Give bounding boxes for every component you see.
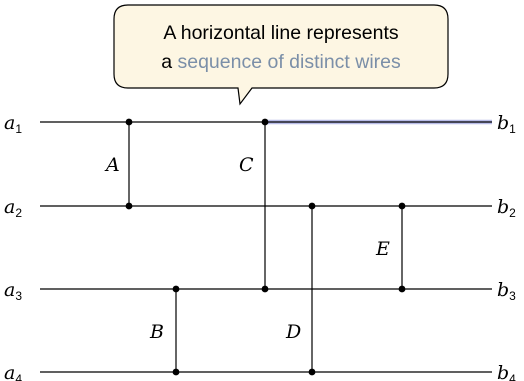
comparator-C-label: C xyxy=(239,154,254,176)
comparator-A-label: A xyxy=(104,154,120,176)
input-label-2-base: a xyxy=(4,196,15,218)
comparator-E-label: E xyxy=(375,238,390,260)
callout-bubble xyxy=(113,4,449,106)
comparator-D-top-dot xyxy=(308,202,316,210)
comparator-B-top-dot xyxy=(172,285,180,293)
input-label-3-base: a xyxy=(4,279,15,301)
callout: A horizontal line represents a sequence … xyxy=(113,4,449,106)
input-label-1: a1 xyxy=(4,112,22,136)
input-label-2-sub: 2 xyxy=(15,206,22,220)
input-label-4-base: a xyxy=(4,362,15,381)
callout-line-2-highlight: sequence of distinct wires xyxy=(177,51,401,73)
output-label-4-base: b xyxy=(497,362,509,381)
output-label-1-sub: 1 xyxy=(509,122,516,136)
comparator-D: D xyxy=(285,202,316,376)
comparator-C-bottom-dot xyxy=(261,285,269,293)
input-label-3: a3 xyxy=(4,279,22,303)
callout-line-2-prefix: a xyxy=(161,51,177,73)
input-label-1-base: a xyxy=(4,112,15,134)
output-label-3: b3 xyxy=(497,279,516,303)
output-label-2-base: b xyxy=(497,196,509,218)
comparator-A-top-dot xyxy=(125,118,133,126)
comparator-B: B xyxy=(149,285,180,376)
comparator-D-bottom-dot xyxy=(308,368,316,376)
comparator-A-bottom-dot xyxy=(125,202,133,210)
output-labels: b1 b2 b3 b4 xyxy=(497,112,516,381)
comparator-E: E xyxy=(375,202,406,293)
input-label-4-sub: 4 xyxy=(15,372,22,381)
comparator-E-top-dot xyxy=(398,202,406,210)
output-label-4: b4 xyxy=(497,362,516,381)
comparator-C: C xyxy=(239,118,269,293)
comparator-A: A xyxy=(104,118,133,210)
output-label-4-sub: 4 xyxy=(509,372,516,381)
output-label-3-sub: 3 xyxy=(509,289,516,303)
output-label-2-sub: 2 xyxy=(509,206,516,220)
callout-line-1: A horizontal line represents xyxy=(163,22,398,44)
input-label-1-sub: 1 xyxy=(15,122,22,136)
comparator-B-label: B xyxy=(149,321,164,343)
callout-line-2: a sequence of distinct wires xyxy=(161,51,401,73)
output-label-1-base: b xyxy=(497,112,509,134)
output-label-2: b2 xyxy=(497,196,516,220)
comparator-B-bottom-dot xyxy=(172,368,180,376)
comparator-D-label: D xyxy=(285,321,301,343)
output-label-3-base: b xyxy=(497,279,509,301)
comparator-E-bottom-dot xyxy=(398,285,406,293)
output-label-1: b1 xyxy=(497,112,516,136)
input-label-3-sub: 3 xyxy=(15,289,22,303)
comparator-C-top-dot xyxy=(261,118,269,126)
input-label-2: a2 xyxy=(4,196,22,220)
input-label-4: a4 xyxy=(4,362,22,381)
input-labels: a1 a2 a3 a4 xyxy=(4,112,22,381)
